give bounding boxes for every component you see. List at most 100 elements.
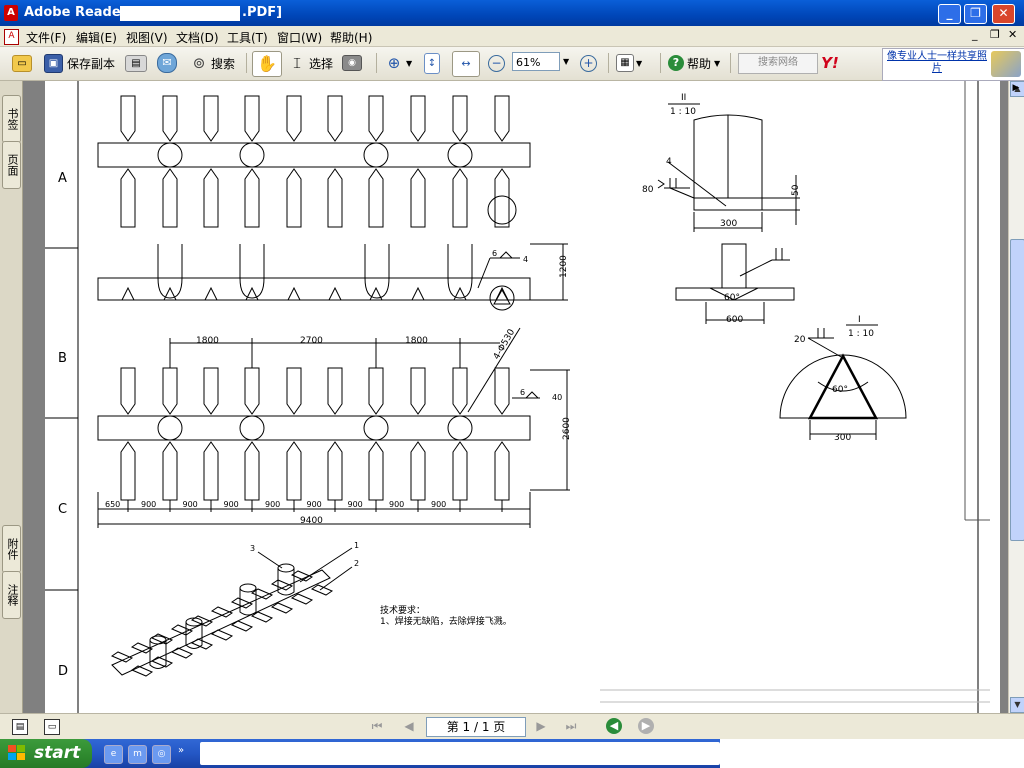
zoom-in-button[interactable]: + (580, 51, 597, 75)
media-quick-launch-icon[interactable]: m (128, 745, 147, 764)
page-number-input[interactable]: 第 1 / 1 页 (426, 717, 526, 737)
tab-attachments[interactable]: 附件 (2, 525, 21, 573)
magnifier-plus-icon: ⊕ (387, 54, 401, 72)
fin-lower (494, 441, 510, 501)
previous-page-button[interactable]: ◀ (404, 719, 414, 733)
scroll-down-arrow[interactable]: ▼ (1010, 697, 1024, 713)
fin-triangle (245, 286, 259, 301)
layout-single-icon[interactable]: ▤ (12, 719, 28, 735)
section-i-weld-20: 20 (794, 335, 806, 345)
ie-quick-launch-icon[interactable]: e (104, 745, 123, 764)
print-button[interactable]: ▤ (125, 51, 147, 75)
fin-lower (368, 441, 384, 501)
tab-pages[interactable]: 页面 (2, 141, 21, 189)
pipe-circle (363, 142, 389, 168)
dim-2600: 2600 (562, 417, 572, 440)
tab-bookmarks[interactable]: 书签 (2, 95, 21, 143)
search-web-input[interactable]: 搜索网络 (738, 53, 818, 74)
section-ii-part-number: 4 (666, 157, 672, 167)
zoom-in-tool-button[interactable]: ⊕ ▼ (384, 51, 412, 75)
doc-minimize-button[interactable]: _ (972, 28, 978, 41)
fin-triangle (369, 286, 383, 301)
maximize-button[interactable]: ❐ (964, 4, 987, 24)
help-question-icon: ? (668, 55, 684, 71)
iso-fin-lower (130, 665, 154, 677)
minus-circle-icon: − (488, 54, 505, 72)
yahoo-logo-icon: Y! (821, 54, 839, 72)
menu-file[interactable]: 文件(F) (26, 31, 67, 45)
quick-launch-more-icon[interactable]: » (178, 745, 185, 756)
save-copy-button[interactable]: ▣ 保存副本 (44, 51, 115, 75)
doc-restore-button[interactable]: ❐ (990, 28, 1000, 41)
app-quick-launch-icon[interactable]: ◎ (152, 745, 171, 764)
open-button[interactable]: ▭ (12, 51, 32, 75)
share-photos-ad[interactable]: 像专业人士一样共享照片 (882, 48, 1024, 81)
doc-close-button[interactable]: ✕ (1008, 28, 1018, 41)
zoom-dropdown-icon[interactable]: ▼ (563, 57, 570, 66)
fin-lower (162, 168, 178, 228)
menu-tools[interactable]: 工具(T) (227, 31, 268, 45)
iso-fin-upper (250, 588, 274, 600)
camera-icon: ◉ (342, 55, 362, 71)
next-page-button[interactable]: ▶ (536, 719, 546, 733)
fit-height-button[interactable]: ↕ (424, 51, 440, 75)
weld-length-b: 4 (523, 255, 528, 264)
ad-link-text[interactable]: 像专业人士一样共享照片 (887, 51, 987, 74)
pipe-leg (447, 244, 473, 299)
toolbar-separator (730, 53, 731, 73)
front-view: 1200 6 4 (97, 243, 569, 311)
fin-upper (410, 95, 426, 142)
last-page-button[interactable]: ⏭ (565, 719, 577, 733)
adobe-reader-icon: A (4, 5, 18, 21)
start-button[interactable]: start (0, 739, 92, 768)
vertical-scrollbar[interactable]: ▲ ▼ (1008, 81, 1024, 713)
scroll-up-arrow[interactable]: ▲ (1010, 81, 1024, 97)
tab-comments[interactable]: 注释 (2, 571, 21, 619)
hand-tool-button[interactable]: ✋ (252, 51, 282, 77)
yahoo-button[interactable]: Y! (820, 51, 840, 75)
system-tray (720, 739, 1024, 768)
dim-1800-b: 1800 (405, 336, 428, 346)
zoom-out-button[interactable]: − (488, 51, 505, 75)
email-button[interactable]: ✉ (157, 51, 177, 75)
snapshot-button[interactable]: ◉ (342, 51, 362, 75)
start-label: start (34, 743, 81, 763)
toolbar-separator (608, 53, 609, 73)
first-page-button[interactable]: ⏮ (371, 719, 383, 733)
layout-continuous-icon[interactable]: ▭ (44, 719, 60, 735)
menu-window[interactable]: 窗口(W) (277, 31, 323, 45)
iso-fin-lower (250, 611, 274, 623)
select-tool-button[interactable]: 𝙸 选择 (287, 51, 333, 75)
menu-help[interactable]: 帮助(H) (330, 31, 373, 45)
taskbar-adobe-reader-item[interactable] (200, 742, 720, 765)
minimize-button[interactable]: _ (938, 4, 961, 24)
binoculars-icon: ⊚ (192, 54, 206, 72)
iso-fin-upper (190, 615, 214, 627)
document-viewport[interactable]: A B C D 1200 (23, 81, 1008, 713)
close-button[interactable]: ✕ (992, 4, 1015, 24)
menu-view[interactable]: 视图(V) (126, 31, 168, 45)
row-label-c: C (58, 502, 67, 517)
engineering-drawing: A B C D 1200 (45, 81, 990, 713)
help-button[interactable]: ? 帮助 ▼ (668, 51, 720, 75)
scroll-thumb[interactable] (1010, 239, 1024, 541)
fin-triangle (287, 286, 301, 301)
menu-edit[interactable]: 编辑(E) (76, 31, 117, 45)
fin-upper (327, 95, 343, 142)
iso-fin-upper (270, 579, 294, 591)
title-bar: A Adobe Reader - [ .PDF] _ ❐ ✕ (0, 0, 1024, 26)
pipe-leg (157, 244, 183, 299)
fit-width-button[interactable]: ↔ (452, 51, 480, 77)
search-button[interactable]: ⊚ 搜索 (189, 51, 235, 75)
expand-panel-arrow[interactable]: ▶ (1012, 83, 1020, 93)
menu-document[interactable]: 文档(D) (176, 31, 219, 45)
forward-view-button[interactable]: ▶ (638, 718, 654, 734)
back-view-button[interactable]: ◀ (606, 718, 622, 734)
pipe-circle (447, 415, 473, 441)
fit-page-icon: ↕ (424, 52, 440, 74)
zoom-percent-input[interactable]: 61% (512, 52, 560, 71)
weld-size-c: 6 (520, 388, 525, 397)
section-i-angle-60: 60° (832, 385, 848, 395)
text-cursor-icon: 𝙸 (291, 54, 303, 72)
page-tools-button[interactable]: ▦ ▼ (616, 51, 642, 75)
